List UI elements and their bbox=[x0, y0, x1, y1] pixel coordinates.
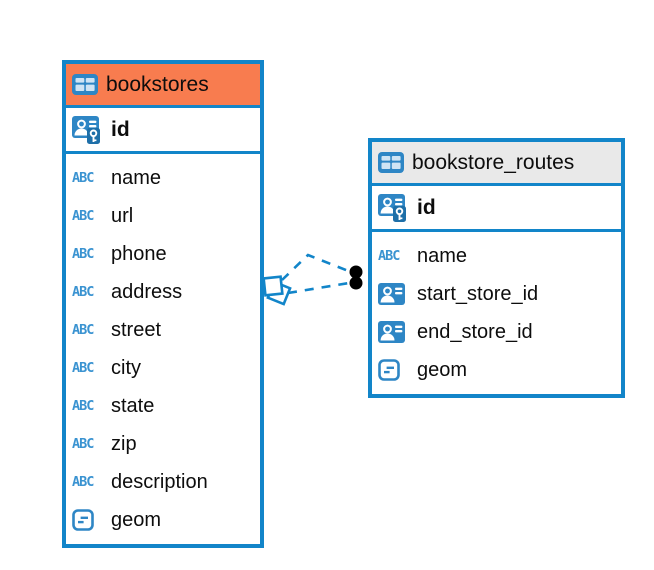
table-bookstores[interactable]: bookstores id ABC name ABC url ABC phone… bbox=[62, 60, 264, 548]
column-row-id[interactable]: id bbox=[66, 108, 260, 154]
text-type-icon: ABC bbox=[72, 398, 94, 414]
column-row-url[interactable]: ABC url bbox=[66, 197, 260, 235]
column-label: geom bbox=[417, 358, 468, 381]
reference-type-icon bbox=[378, 283, 408, 305]
column-label: phone bbox=[111, 242, 167, 265]
relation-endpoint-dot[interactable] bbox=[349, 265, 363, 279]
column-row-zip[interactable]: ABC zip bbox=[66, 425, 260, 463]
column-row-geom[interactable]: geom bbox=[66, 501, 260, 539]
column-label: address bbox=[111, 280, 183, 303]
relation-diamond-icon[interactable] bbox=[262, 275, 292, 306]
text-type-icon: ABC bbox=[72, 436, 94, 452]
text-type-icon: ABC bbox=[72, 474, 94, 490]
reference-type-icon bbox=[378, 321, 408, 343]
geometry-type-icon bbox=[72, 509, 102, 531]
column-row-phone[interactable]: ABC phone bbox=[66, 235, 260, 273]
column-label: description bbox=[111, 470, 208, 493]
column-row-id[interactable]: id bbox=[372, 186, 621, 232]
table-title: bookstores bbox=[106, 72, 209, 96]
column-label: url bbox=[111, 204, 134, 227]
text-type-icon: ABC bbox=[72, 284, 94, 300]
text-type-icon: ABC bbox=[72, 246, 94, 262]
text-type-icon: ABC bbox=[72, 322, 94, 338]
column-row-name[interactable]: ABC name bbox=[66, 159, 260, 197]
table-icon bbox=[378, 152, 404, 173]
column-label: id bbox=[111, 117, 130, 141]
column-label: end_store_id bbox=[417, 320, 533, 343]
geometry-type-icon bbox=[378, 359, 408, 381]
column-row-description[interactable]: ABC description bbox=[66, 463, 260, 501]
column-row-street[interactable]: ABC street bbox=[66, 311, 260, 349]
column-label: state bbox=[111, 394, 155, 417]
relation-endpoint-dot[interactable] bbox=[349, 276, 363, 290]
primary-key-icon bbox=[378, 194, 408, 222]
relation-links[interactable] bbox=[262, 253, 363, 306]
column-label: id bbox=[417, 195, 436, 219]
text-type-icon: ABC bbox=[72, 208, 94, 224]
table-bookstore-routes[interactable]: bookstore_routes id ABC name start_store… bbox=[368, 138, 625, 398]
table-title: bookstore_routes bbox=[412, 150, 575, 174]
column-row-state[interactable]: ABC state bbox=[66, 387, 260, 425]
column-label: name bbox=[111, 166, 162, 189]
column-row-start-store-id[interactable]: start_store_id bbox=[372, 275, 621, 313]
column-row-name[interactable]: ABC name bbox=[372, 237, 621, 275]
text-type-icon: ABC bbox=[72, 360, 94, 376]
columns-list: ABC name start_store_id end_store_id ge bbox=[372, 232, 621, 394]
column-label: start_store_id bbox=[417, 282, 539, 305]
columns-list: ABC name ABC url ABC phone ABC address A… bbox=[66, 154, 260, 544]
text-type-icon: ABC bbox=[378, 248, 400, 264]
column-label: geom bbox=[111, 508, 162, 531]
relation-line-end-store[interactable] bbox=[281, 253, 352, 281]
primary-key-icon bbox=[72, 116, 102, 144]
table-bookstore-routes-header[interactable]: bookstore_routes bbox=[372, 142, 621, 186]
text-type-icon: ABC bbox=[72, 170, 94, 186]
column-row-city[interactable]: ABC city bbox=[66, 349, 260, 387]
column-label: city bbox=[111, 356, 141, 379]
column-row-address[interactable]: ABC address bbox=[66, 273, 260, 311]
table-icon bbox=[72, 74, 98, 95]
column-row-end-store-id[interactable]: end_store_id bbox=[372, 313, 621, 351]
table-bookstores-header[interactable]: bookstores bbox=[66, 64, 260, 108]
relation-line-start-store[interactable] bbox=[287, 281, 350, 295]
column-label: street bbox=[111, 318, 162, 341]
column-label: name bbox=[417, 244, 468, 267]
column-row-geom[interactable]: geom bbox=[372, 351, 621, 389]
column-label: zip bbox=[111, 432, 137, 455]
